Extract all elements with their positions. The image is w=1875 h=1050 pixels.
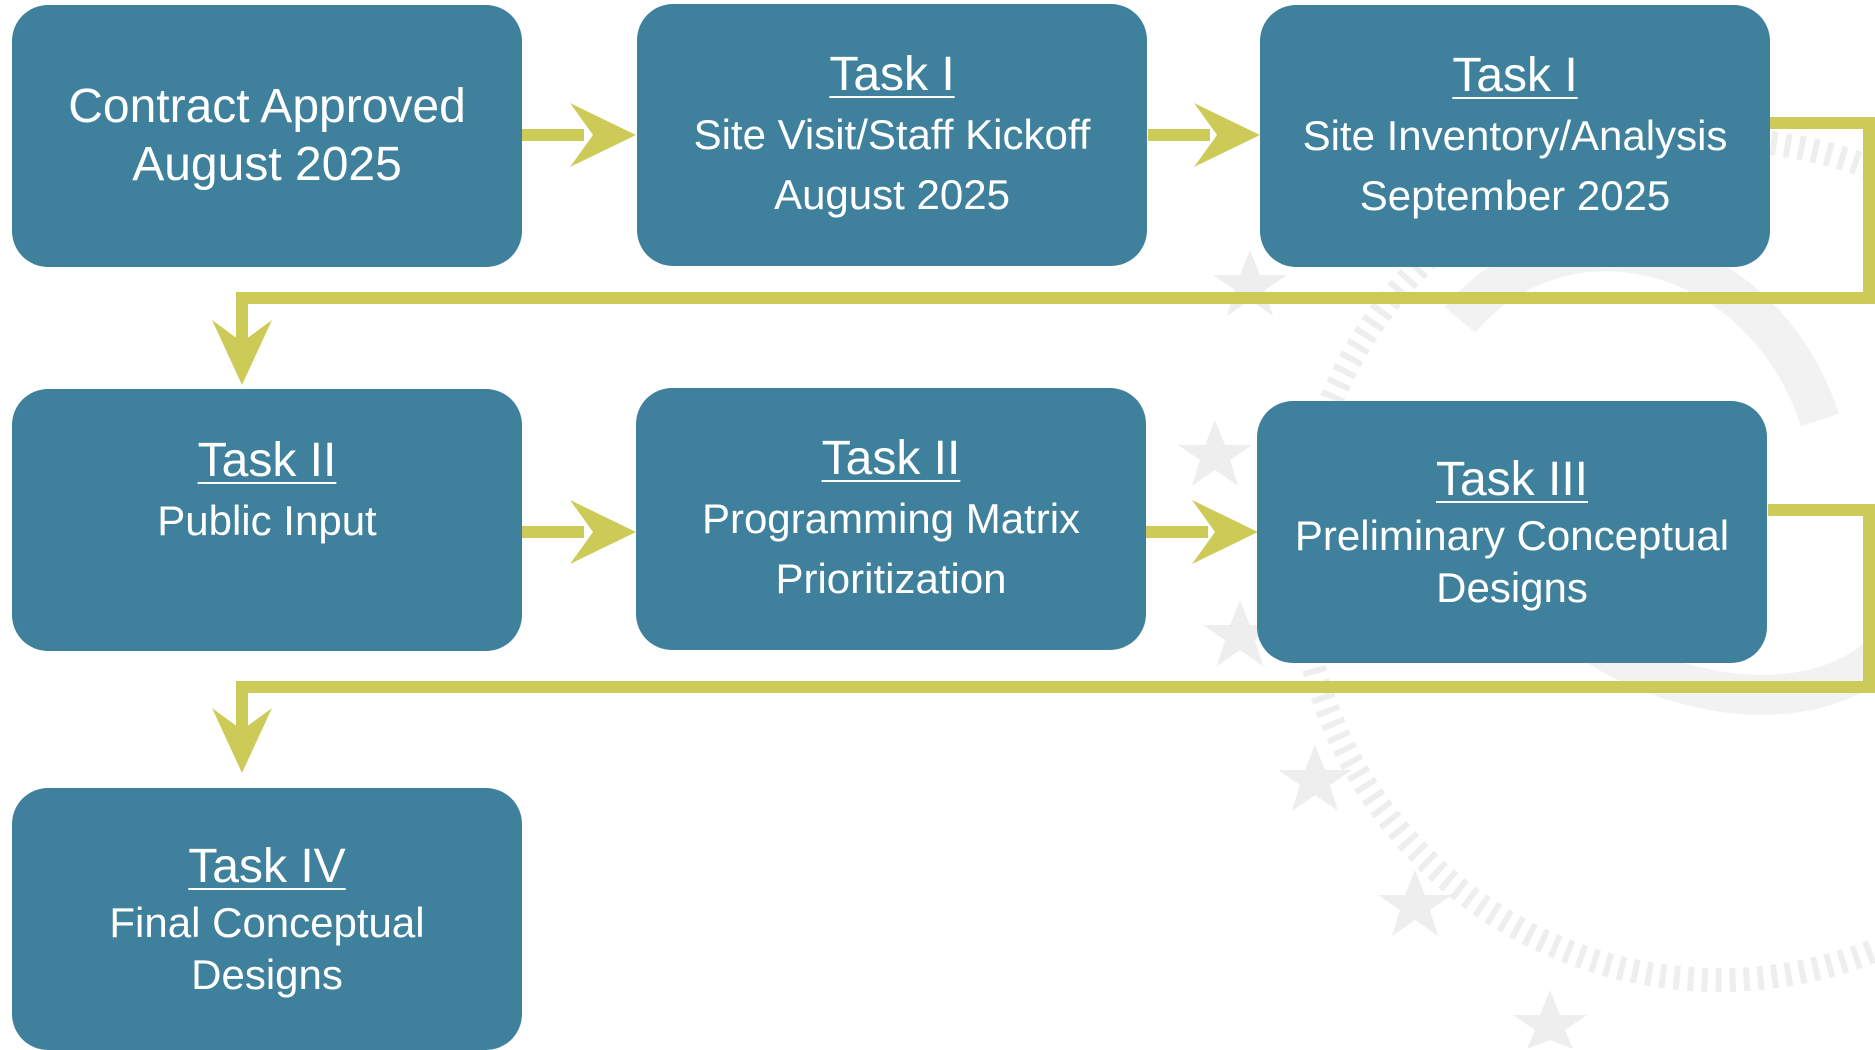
box-line: August 2025 xyxy=(132,138,402,191)
flow-box-task-ii-public-input: Task II Public Input xyxy=(12,389,522,651)
elbow-connector xyxy=(1768,504,1875,516)
box-task-heading: Task II xyxy=(197,434,337,487)
arrow-shaft xyxy=(1148,129,1210,141)
elbow-connector xyxy=(236,292,1875,304)
elbow-connector xyxy=(236,292,248,350)
flow-box-task-iii-preliminary-designs: Task III Preliminary Conceptual Designs xyxy=(1257,401,1767,663)
elbow-connector xyxy=(1863,117,1875,304)
flow-box-task-i-site-inventory: Task I Site Inventory/Analysis September… xyxy=(1260,5,1770,267)
box-task-heading: Task IV xyxy=(188,840,346,893)
box-line: Site Visit/Staff Kickoff xyxy=(693,111,1091,158)
arrow-head xyxy=(212,320,272,385)
arrow-shaft xyxy=(1146,526,1208,538)
box-line: Contract Approved xyxy=(68,80,466,133)
box-task-heading: Task II xyxy=(821,432,961,485)
box-line: August 2025 xyxy=(774,171,1010,218)
box-line: Prioritization xyxy=(775,555,1007,602)
arrow-head xyxy=(570,500,636,564)
arrow-shaft xyxy=(522,129,584,141)
box-line: Final Conceptual xyxy=(109,899,425,946)
elbow-connector xyxy=(236,681,248,737)
box-line: Site Inventory/Analysis xyxy=(1302,112,1728,159)
flow-box-task-ii-programming-matrix: Task II Programming Matrix Prioritizatio… xyxy=(636,388,1146,650)
box-task-heading: Task I xyxy=(829,48,955,101)
box-line: Preliminary Conceptual xyxy=(1294,512,1730,559)
arrow-head xyxy=(1192,500,1258,564)
box-line: Designs xyxy=(191,951,343,998)
elbow-connector xyxy=(236,681,1875,693)
box-task-heading: Task I xyxy=(1452,49,1578,102)
box-line: Designs xyxy=(1436,564,1588,611)
elbow-connector xyxy=(1863,504,1875,693)
arrow-head xyxy=(212,708,272,773)
flow-box-task-iv-final-designs: Task IV Final Conceptual Designs xyxy=(12,788,522,1050)
box-line: Programming Matrix xyxy=(701,495,1081,542)
flow-box-contract-approved: Contract Approved August 2025 xyxy=(12,5,522,267)
box-line: September 2025 xyxy=(1359,172,1671,219)
arrow-shaft xyxy=(522,526,584,538)
arrow-head xyxy=(1194,103,1260,167)
elbow-connector xyxy=(1770,117,1875,129)
arrow-head xyxy=(570,103,636,167)
box-task-heading: Task III xyxy=(1435,453,1589,506)
box-line: Public Input xyxy=(157,497,377,544)
flow-box-task-i-site-visit: Task I Site Visit/Staff Kickoff August 2… xyxy=(637,4,1147,266)
